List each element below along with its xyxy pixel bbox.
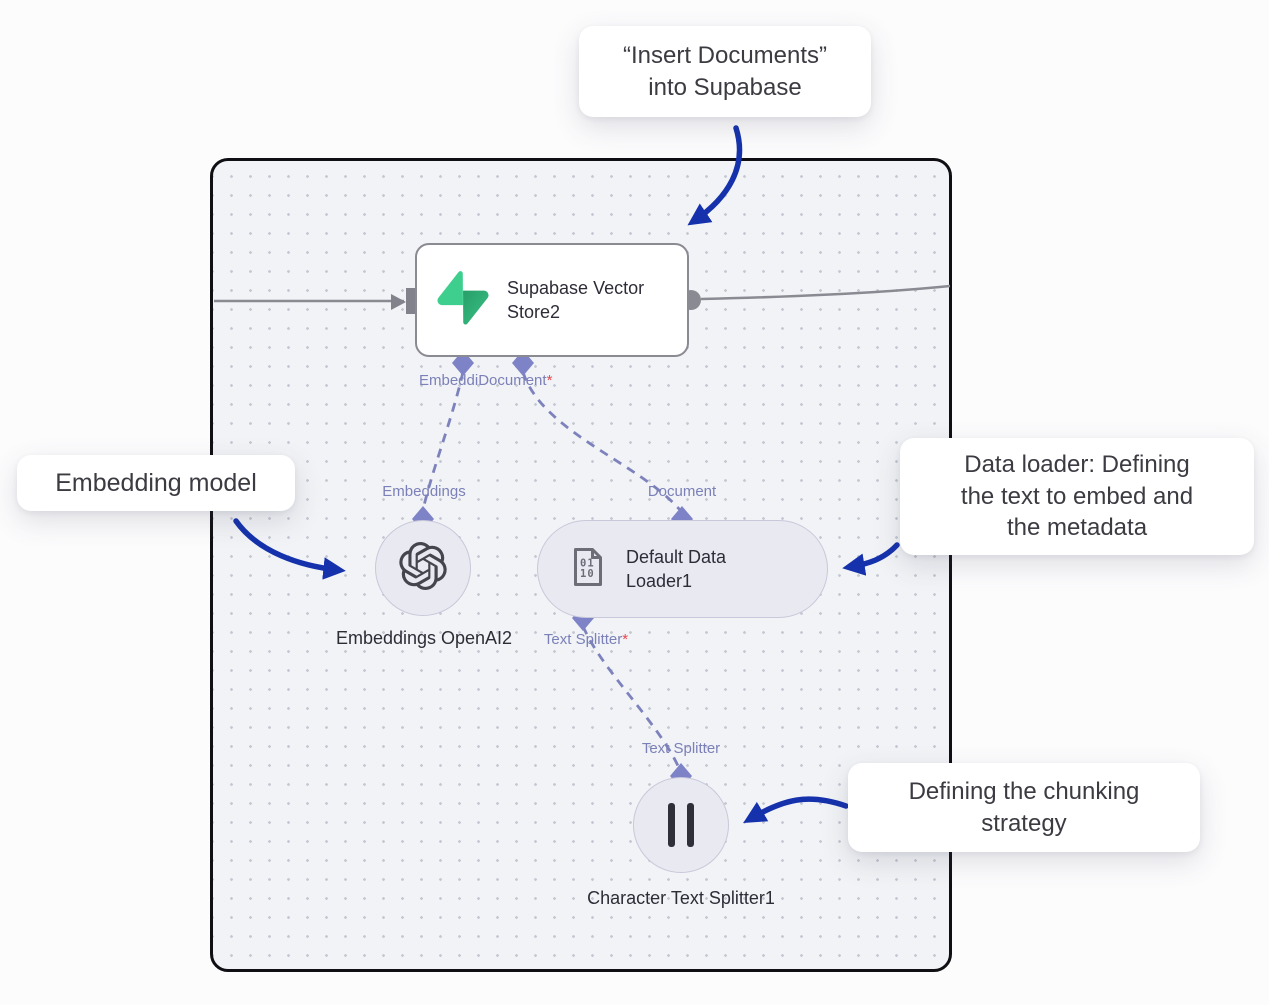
callout-embedding-model: Embedding model bbox=[17, 455, 295, 511]
port-label-document: Document bbox=[647, 483, 717, 500]
required-marker: * bbox=[546, 372, 553, 389]
port-label-text-splitter-required: Text Splitter* bbox=[543, 631, 629, 648]
port-label-embeddings: Embeddings bbox=[382, 483, 466, 500]
openai-icon bbox=[399, 541, 447, 595]
port-label-text-splitter: Text Splitter bbox=[641, 740, 721, 757]
pause-icon bbox=[668, 803, 694, 847]
port-label-embedding-document: EmbeddiDocument* bbox=[419, 372, 553, 389]
node-title: Default Data Loader1 bbox=[626, 546, 727, 591]
callout-insert-documents: “Insert Documents” into Supabase bbox=[579, 26, 871, 117]
node-character-text-splitter[interactable] bbox=[633, 777, 729, 873]
required-marker: * bbox=[622, 631, 629, 648]
svg-text:01: 01 bbox=[580, 557, 595, 569]
binary-file-icon: 01 10 bbox=[572, 547, 604, 592]
node-title: Supabase Vector Store2 bbox=[507, 277, 645, 322]
node-caption-embeddings: Embeddings OpenAI2 bbox=[335, 628, 513, 648]
svg-text:10: 10 bbox=[580, 568, 595, 580]
node-embeddings-openai[interactable] bbox=[375, 520, 471, 616]
callout-chunking-strategy: Defining the chunking strategy bbox=[848, 763, 1200, 852]
callout-data-loader: Data loader: Defining the text to embed … bbox=[900, 438, 1254, 555]
node-caption-text-splitter: Character Text Splitter1 bbox=[587, 888, 775, 908]
node-supabase-vector-store[interactable]: Supabase Vector Store2 bbox=[415, 243, 689, 357]
node-default-data-loader[interactable]: 01 10 Default Data Loader1 bbox=[537, 520, 828, 618]
supabase-icon bbox=[437, 270, 489, 330]
